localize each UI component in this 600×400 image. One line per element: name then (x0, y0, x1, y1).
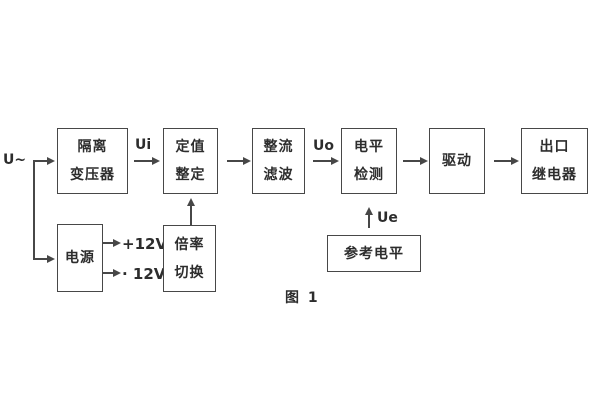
input-arrow-to-power (33, 255, 55, 263)
box-ratio-switch-line2: 切换 (174, 264, 205, 281)
box-rectifier-filter-line2: 滤波 (263, 167, 294, 183)
box-reference-level-label: 参考电平 (344, 245, 404, 262)
input-signal-label: U~ (3, 152, 27, 168)
input-arrow-to-transformer (33, 157, 55, 165)
arrow-level-to-drive (403, 157, 428, 165)
box-setting-adjust: 定值 整定 (163, 128, 218, 194)
ue-signal-label: Ue (377, 210, 398, 226)
box-rectifier-filter-line1: 整流 (263, 139, 294, 155)
box-ratio-switch: 倍率 切换 (163, 225, 216, 292)
box-output-relay-line1: 出口 (539, 139, 570, 155)
box-rectifier-filter: 整流 滤波 (252, 128, 305, 194)
box-setting-adjust-line2: 整定 (175, 167, 206, 183)
ui-signal-label: Ui (135, 137, 152, 153)
box-level-detect-line1: 电平 (354, 139, 384, 155)
arrow-power-minus12v (103, 269, 121, 277)
box-reference-level: 参考电平 (327, 235, 421, 272)
box-ratio-switch-line1: 倍率 (174, 236, 205, 253)
arrow-setting-to-rectifier (227, 157, 251, 165)
box-output-relay-line2: 继电器 (532, 167, 577, 183)
arrow-power-plus12v (103, 239, 121, 247)
arrow-rectifier-to-level (313, 157, 339, 165)
box-isolation-transformer-line1: 隔离 (77, 139, 108, 155)
box-level-detect: 电平 检测 (341, 128, 397, 194)
box-power-supply: 电源 (57, 224, 103, 292)
box-power-supply-label: 电源 (65, 250, 95, 266)
uo-signal-label: Uo (313, 138, 334, 154)
figure-caption: 图 1 (285, 290, 320, 306)
arrow-drive-to-relay (494, 157, 519, 165)
box-isolation-transformer: 隔离 变压器 (57, 128, 128, 194)
input-branch-vertical-line (33, 160, 35, 260)
box-drive: 驱动 (429, 128, 485, 194)
box-isolation-transformer-line2: 变压器 (70, 167, 115, 183)
arrow-transformer-to-setting (134, 157, 160, 165)
minus12v-label: · 12V (122, 265, 166, 283)
arrow-reference-to-level (365, 207, 373, 228)
arrow-ratio-to-setting (187, 198, 195, 225)
box-output-relay: 出口 继电器 (521, 128, 588, 194)
plus12v-label: +12V (122, 235, 168, 253)
box-setting-adjust-line1: 定值 (175, 139, 206, 155)
box-level-detect-line2: 检测 (354, 167, 384, 183)
box-drive-label: 驱动 (442, 153, 472, 169)
